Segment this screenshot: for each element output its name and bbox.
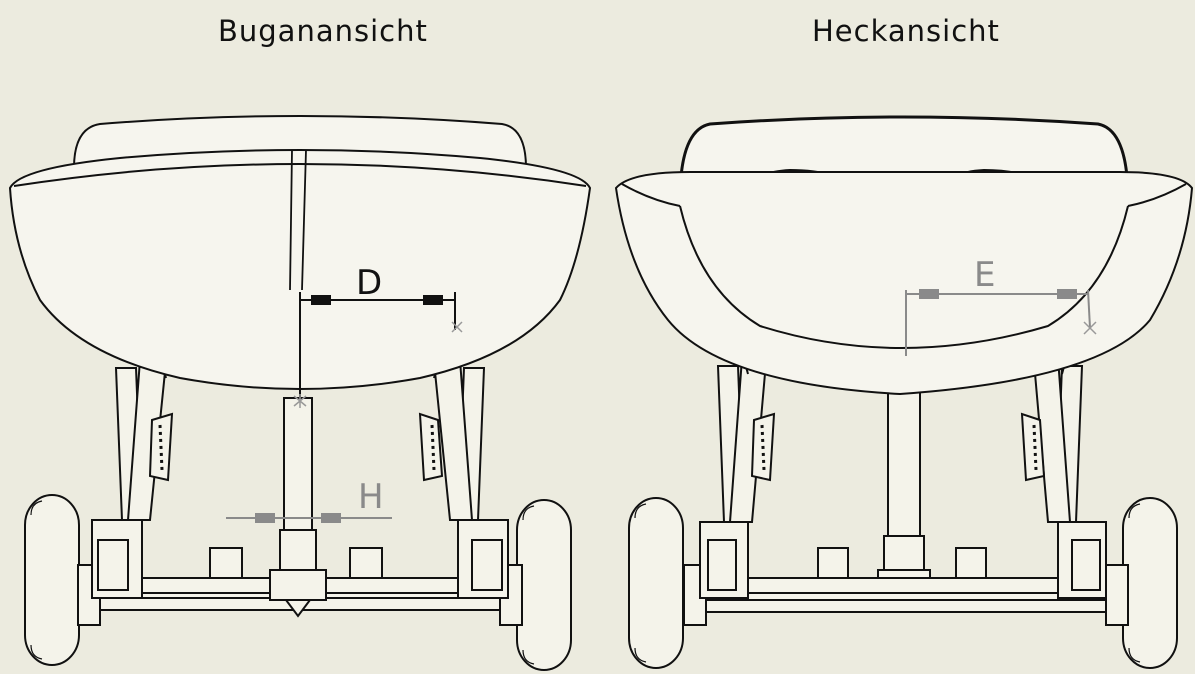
dimension-d-label: D	[356, 263, 382, 303]
support-brackets	[699, 521, 1107, 599]
support-brackets	[91, 519, 509, 599]
stern-hull	[614, 115, 1194, 396]
right-wheel	[516, 499, 572, 671]
side-supports	[716, 356, 1084, 523]
left-wheel	[24, 494, 80, 666]
right-wheel	[1122, 497, 1178, 669]
stern-view-title: Heckansicht	[812, 14, 1000, 48]
dimension-h-label: H	[358, 477, 384, 517]
bow-hull	[8, 115, 592, 390]
bow-view: D H	[8, 115, 592, 671]
stern-view: E	[614, 115, 1194, 669]
contact-points	[1083, 321, 1097, 335]
left-wheel	[628, 497, 684, 669]
dimension-e	[905, 289, 1091, 356]
contact-points	[293, 321, 463, 408]
trailer-axle	[683, 564, 1129, 626]
dimension-d	[299, 292, 456, 398]
dimension-e-label: E	[974, 255, 995, 295]
dimension-h	[226, 513, 392, 523]
bow-view-title: Buganansicht	[218, 14, 428, 48]
keel-support	[269, 397, 327, 618]
